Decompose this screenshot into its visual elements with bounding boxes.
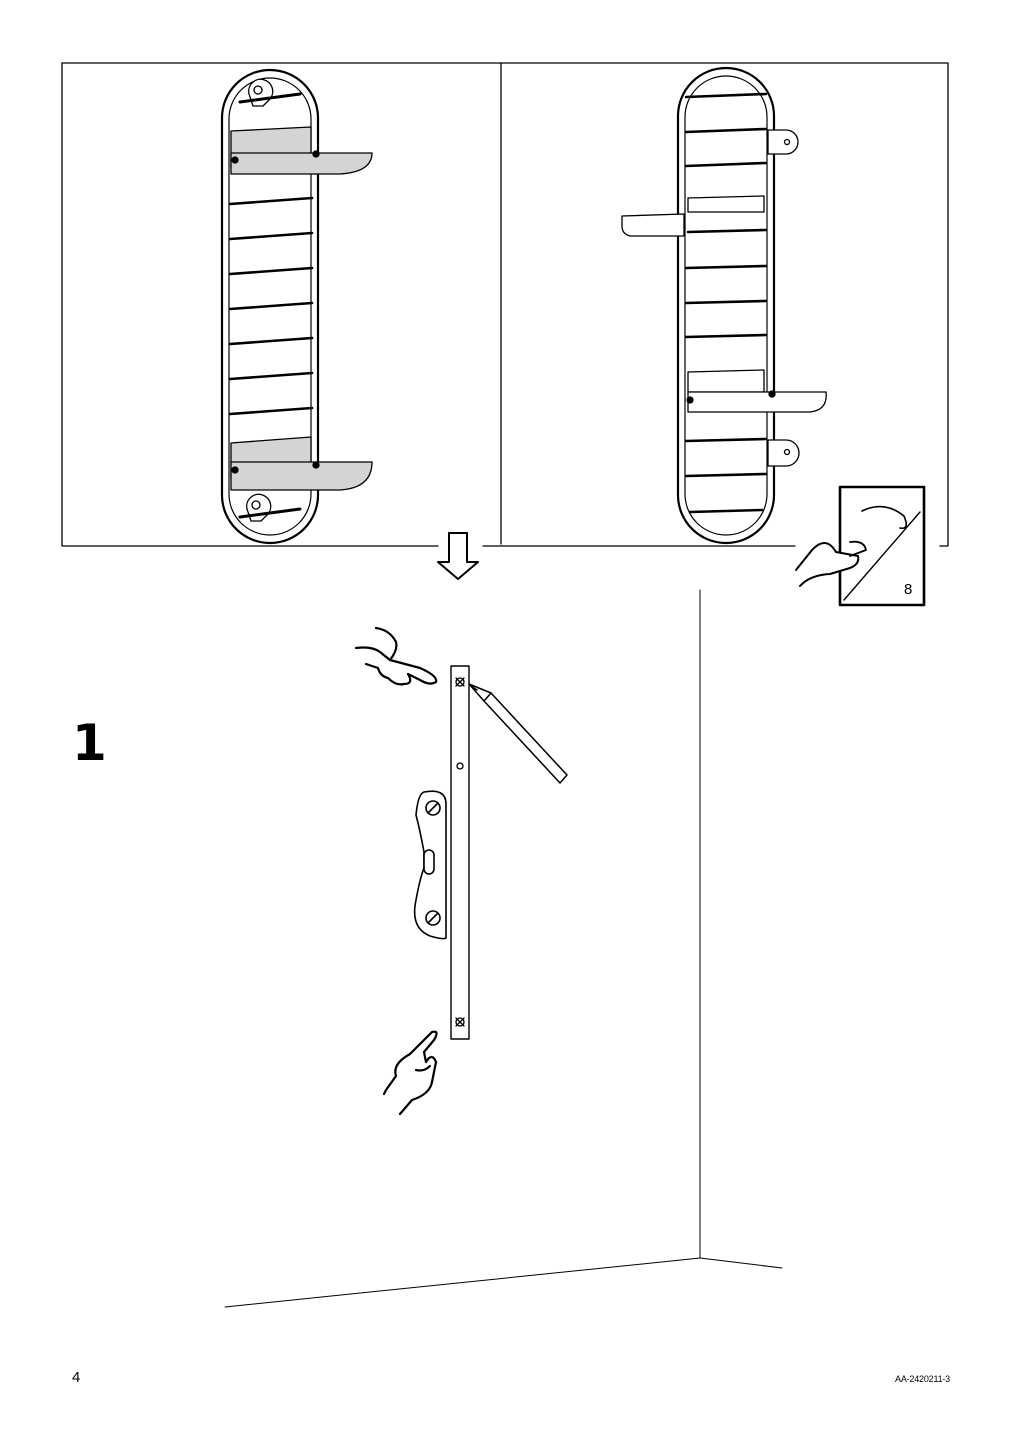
page-number: 4	[72, 1369, 81, 1386]
shelf-rack-back-icon	[621, 66, 827, 545]
wall-corner	[224, 589, 783, 1308]
bracket-icon	[413, 790, 447, 940]
page-reference-icon	[795, 485, 926, 607]
overview-panel	[61, 62, 949, 547]
down-arrow-icon	[437, 532, 479, 580]
step-number: 1	[72, 714, 107, 772]
document-code: AA-2420211-3	[895, 1374, 950, 1384]
pointing-hand-icon	[354, 626, 438, 686]
shelf-rack-front-icon	[220, 68, 373, 545]
pointing-hand-icon	[382, 1030, 438, 1116]
wall-rail-icon	[450, 665, 470, 1040]
pencil-icon	[468, 683, 568, 784]
